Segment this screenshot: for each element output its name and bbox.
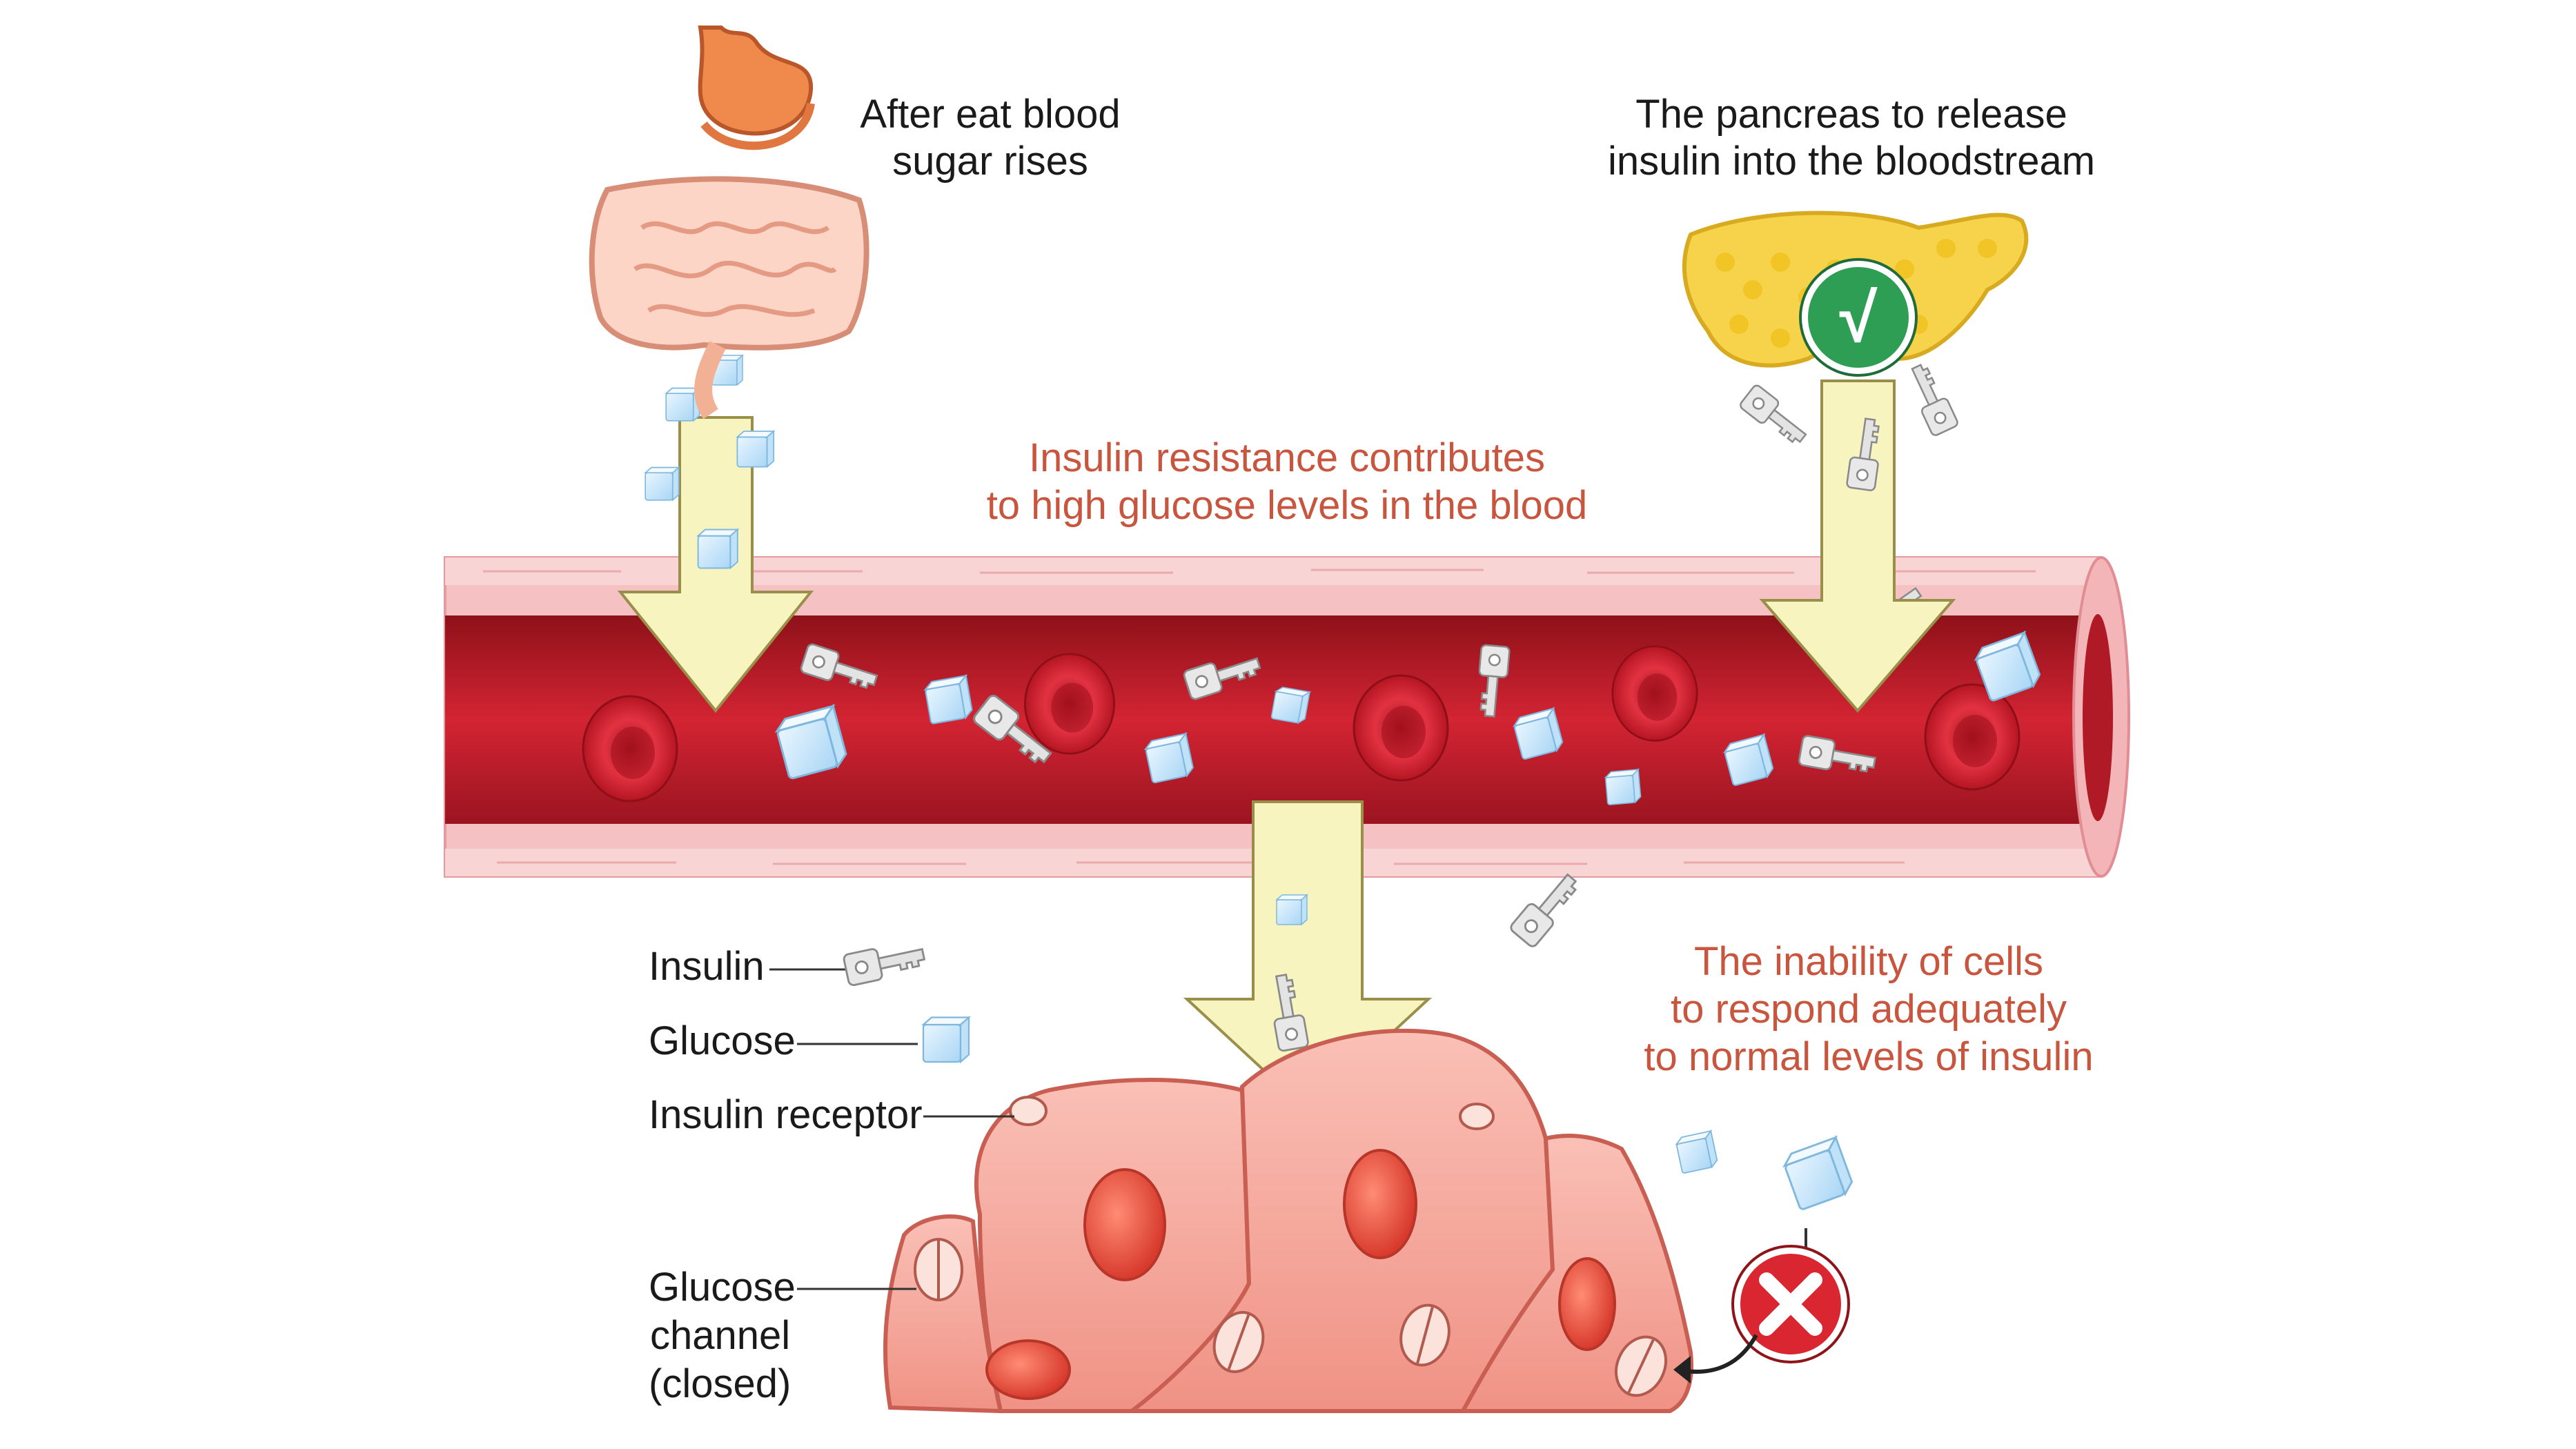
- insulin-receptor-icon: [1009, 1096, 1495, 1130]
- caption-resistance-line2: to high glucose levels in the blood: [987, 483, 1588, 528]
- legend-receptor-label: Insulin receptor: [649, 1092, 923, 1137]
- stomach-intestines-icon: [589, 26, 869, 420]
- body-cells: [883, 1028, 1693, 1414]
- caption-inability-line1: The inability of cells: [1694, 939, 2043, 984]
- insulin-key-icon: [842, 938, 928, 987]
- glucose-cube-icon: [922, 1016, 970, 1063]
- caption-inability-line2: to respond adequately: [1671, 987, 2067, 1032]
- legend-glucose-label: Glucose: [649, 1018, 796, 1063]
- caption-inability: The inability of cells to respond adequa…: [1644, 939, 2093, 1079]
- caption-inability-line3: to normal levels of insulin: [1644, 1034, 2093, 1079]
- legend-channel-line2: channel: [650, 1313, 790, 1358]
- caption-pancreas: The pancreas to release insulin into the…: [1608, 92, 2095, 184]
- caption-digestion-line1: After eat blood: [860, 92, 1120, 137]
- legend: Insulin Glucose Insulin receptor Glucose…: [649, 938, 1014, 1406]
- caption-resistance: Insulin resistance contributes to high g…: [987, 435, 1588, 528]
- cross-badge-icon: [1731, 1228, 1850, 1363]
- caption-resistance-line1: Insulin resistance contributes: [1029, 435, 1545, 480]
- caption-pancreas-line1: The pancreas to release: [1635, 92, 2067, 137]
- legend-channel-line3: (closed): [649, 1361, 791, 1406]
- caption-pancreas-line2: insulin into the bloodstream: [1608, 139, 2095, 184]
- legend-channel-line1: Glucose: [649, 1265, 796, 1310]
- caption-digestion: After eat blood sugar rises: [860, 92, 1120, 184]
- blocked-arrow-head: [1673, 1356, 1691, 1383]
- legend-insulin-label: Insulin: [649, 944, 765, 989]
- caption-digestion-line2: sugar rises: [892, 139, 1088, 184]
- check-symbol: √: [1840, 279, 1878, 357]
- check-badge-icon: √: [1799, 258, 1918, 377]
- glucose-cube-icon: [1674, 1130, 1856, 1212]
- arrow-pancreas-to-blood: [1759, 379, 1956, 713]
